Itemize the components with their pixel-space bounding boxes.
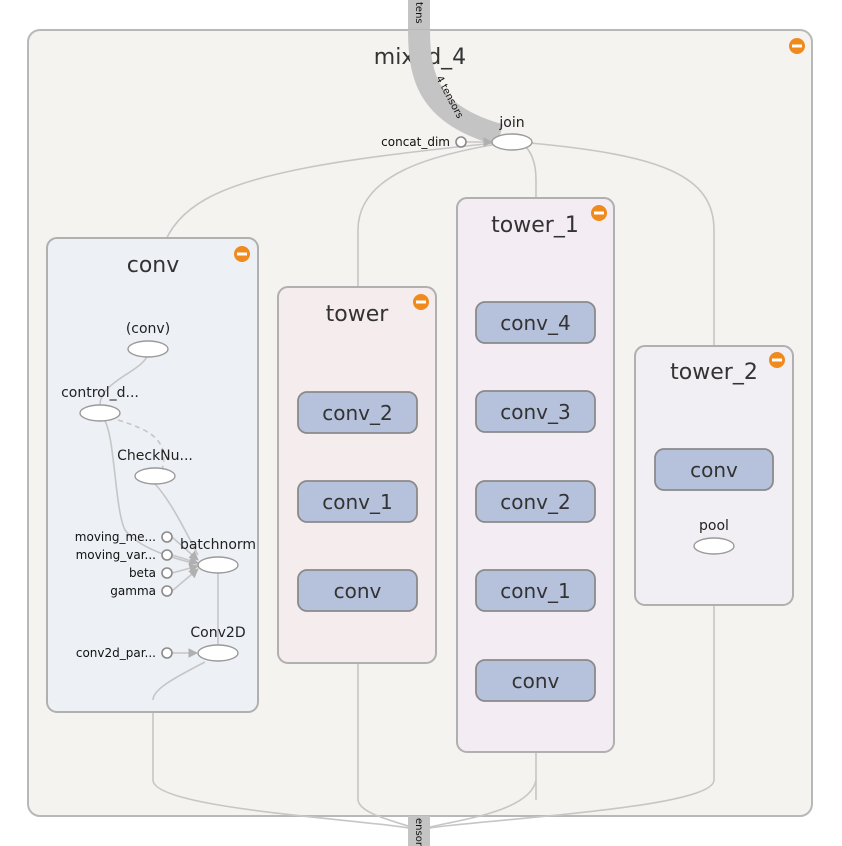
collapse-icon[interactable] [789, 38, 805, 54]
tensor-edge-bottom [408, 816, 430, 846]
tensor-edge-bottom-label: ensors [413, 818, 424, 846]
pool-label: pool [699, 518, 729, 534]
edge-tower2-join [529, 142, 715, 545]
conv-op-node[interactable]: (conv) [126, 321, 170, 358]
beta-label: beta [129, 566, 156, 580]
moving-var-node[interactable]: moving_var... [76, 548, 173, 562]
tensor-edge-top [408, 0, 430, 30]
conv2d-params-node[interactable]: conv2d_par... [76, 646, 173, 660]
tensor-edge-main [408, 29, 504, 146]
tensor-edge-top-label: tens [413, 2, 424, 24]
check-numerics-label: CheckNu... [117, 448, 193, 464]
tower-node[interactable]: conv_2 [297, 391, 418, 434]
join-label: join [498, 115, 524, 131]
group-tower-title: tower [326, 302, 390, 327]
tower-1-node-label: conv_4 [500, 311, 570, 335]
conv2d-label: Conv2D [190, 625, 245, 641]
tower-1-node[interactable]: conv_3 [475, 390, 596, 433]
conv-op-label: (conv) [126, 321, 170, 337]
tower-node-label: conv [334, 579, 382, 603]
edge-bottom-conv [152, 700, 420, 831]
beta-node[interactable]: beta [129, 566, 173, 580]
edge-tower-join [357, 142, 504, 800]
gamma-node[interactable]: gamma [110, 584, 173, 598]
conv2d-node[interactable]: Conv2D [190, 625, 246, 662]
tower-1-node-label: conv_3 [500, 400, 570, 424]
concat-dim-label: concat_dim [381, 135, 450, 149]
tower-1-node[interactable]: conv_2 [475, 480, 596, 523]
batchnorm-label: batchnorm [180, 537, 256, 553]
edge-conv2d-out [152, 661, 206, 701]
control-dep-node[interactable]: control_d... [61, 385, 139, 422]
tower-1-node[interactable]: conv [475, 659, 596, 702]
tower-node-label: conv_2 [322, 401, 392, 425]
gamma-label: gamma [110, 584, 156, 598]
pool-node[interactable]: pool [693, 518, 735, 555]
edge-beta-bn [171, 563, 199, 574]
edge-mv-bn [171, 554, 199, 566]
edge-ctrl-check [117, 419, 165, 471]
tower-1-node-label: conv_2 [500, 490, 570, 514]
concat-dim-node[interactable]: concat_dim [381, 135, 467, 149]
edge-gamma-bn [171, 568, 199, 592]
tower-2-conv-node[interactable]: conv [654, 448, 774, 491]
tower-node[interactable]: conv_1 [297, 480, 418, 523]
edge-check-batchnorm [154, 483, 199, 556]
group-conv-title: conv [127, 253, 180, 278]
tower-1-node[interactable]: conv_4 [475, 301, 596, 344]
tower-node-label: conv_1 [322, 490, 392, 514]
group-tower-box [277, 286, 437, 664]
edge-bottom-tower2 [418, 555, 715, 831]
tower-1-node-label: conv [512, 669, 560, 693]
tower-1-node-label: conv_1 [500, 579, 570, 603]
check-numerics-node[interactable]: CheckNu... [117, 448, 193, 485]
tower-2-conv-label: conv [690, 458, 738, 482]
batchnorm-node[interactable]: batchnorm [180, 537, 256, 574]
collapse-icon[interactable] [413, 294, 429, 310]
edge-ctrl-batchnorm [104, 420, 201, 566]
join-node[interactable]: join [491, 115, 533, 151]
tower-node[interactable]: conv [297, 569, 418, 612]
moving-mean-node[interactable]: moving_me... [75, 530, 173, 544]
collapse-icon[interactable] [234, 246, 250, 262]
collapse-icon[interactable] [591, 205, 607, 221]
moving-var-label: moving_var... [76, 548, 156, 562]
group-tower[interactable]: tower [277, 286, 437, 664]
control-dep-label: control_d... [61, 385, 139, 401]
group-tower-1-title: tower_1 [491, 213, 579, 238]
group-tower-2-title: tower_2 [670, 360, 758, 385]
moving-mean-label: moving_me... [75, 530, 156, 544]
collapse-icon[interactable] [769, 352, 785, 368]
tower-1-node[interactable]: conv_1 [475, 569, 596, 612]
conv2d-params-label: conv2d_par... [76, 646, 156, 660]
